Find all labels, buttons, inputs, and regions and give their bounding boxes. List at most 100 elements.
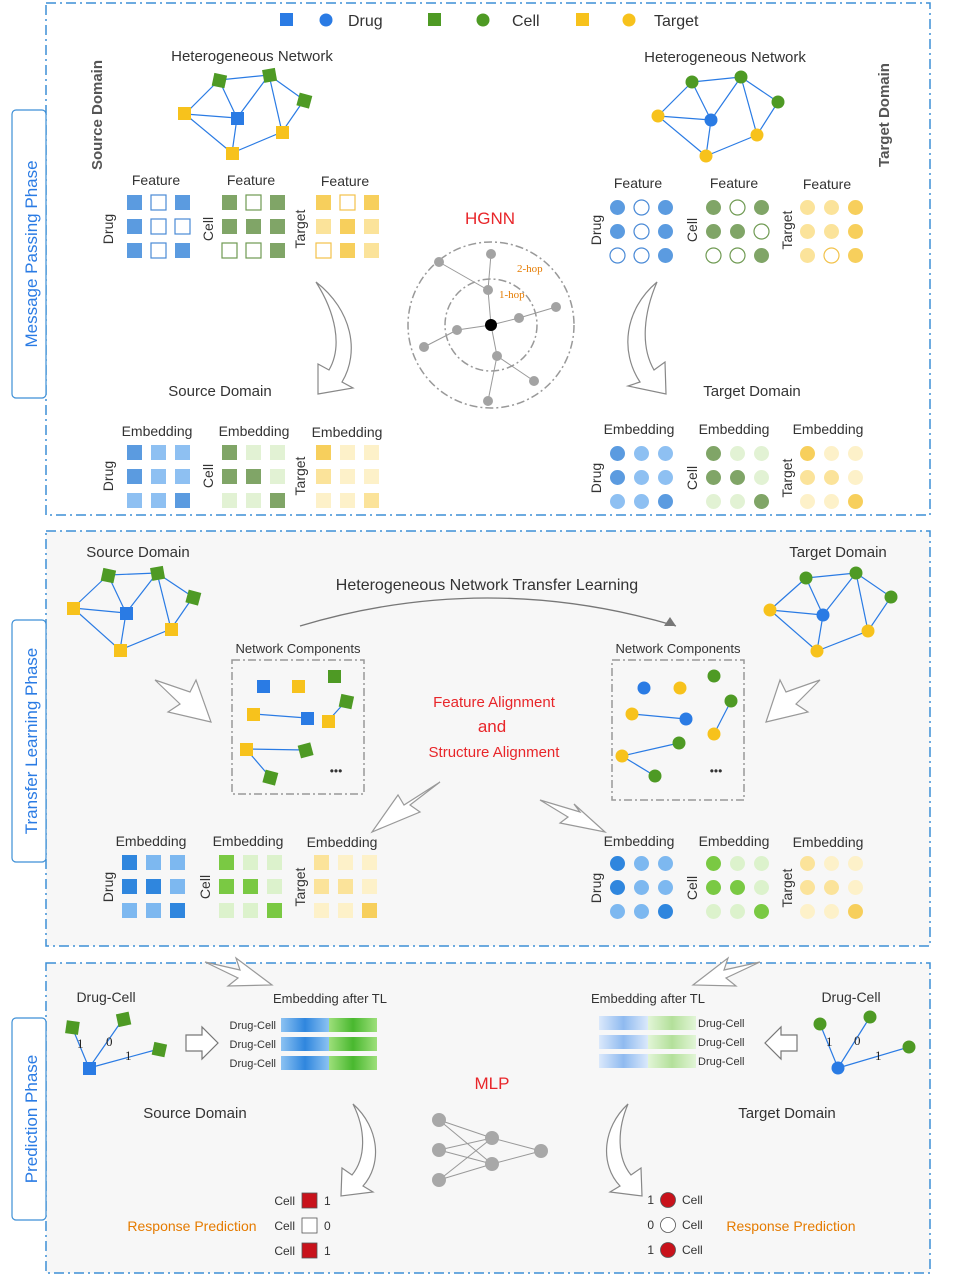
tl-tgt-emb-target-matrix-cell <box>824 856 839 871</box>
tl-network-components-left-box <box>231 659 365 795</box>
legend-drug-circle <box>319 13 333 27</box>
mp-src-feature-drug-matrix-cell <box>174 218 191 235</box>
mp-src-emb-target-matrix-cell <box>340 445 355 460</box>
pred-target-block-arrow <box>764 1025 798 1061</box>
mp-tgt-feature-drug-matrix-cell <box>658 200 673 215</box>
pred-curved-arrows <box>340 1103 643 1197</box>
mp-tgt-feature-drug-matrix-cell <box>633 247 650 264</box>
tl-src-emb-drug-matrix-cell <box>122 879 137 894</box>
mp-src-feature-drug-matrix-cell <box>150 242 167 259</box>
mp-src-feature-cell-matrix-cell <box>245 242 262 259</box>
tl-src-emb-target-matrix-cell <box>314 879 329 894</box>
tl-src-emb-drug-matrix-cell <box>122 903 137 918</box>
mp-src-feature-drug-label: Drug <box>100 214 116 244</box>
pred-tgt-outcome-dot-2 <box>660 1217 676 1233</box>
pred-tgt-outcome-dot-1 <box>660 1192 676 1208</box>
mp-tgt-feature-target-matrix-cell <box>848 248 863 263</box>
tl-tgt-emb-cell-matrix-cell <box>706 880 721 895</box>
tl-src-emb-target-matrix-cell <box>362 879 377 894</box>
mp-tgt-emb-cell-matrix-cell <box>754 470 769 485</box>
tl-src-emb-drug-matrix <box>122 855 185 918</box>
mp-tgt-feature-cell-title: Feature <box>710 175 758 191</box>
legend-cell-label: Cell <box>512 13 540 30</box>
mp-hetero-network-left-title: Heterogeneous Network <box>171 48 333 65</box>
mp-src-feature-target-matrix-cell <box>364 195 379 210</box>
mp-tgt-feature-target-matrix-cell <box>848 200 863 215</box>
mp-tgt-emb-drug-matrix-cell <box>610 470 625 485</box>
tl-src-emb-cell-matrix-cell <box>243 879 258 894</box>
tl-src-emb-target-matrix-cell <box>362 855 377 870</box>
pred-source-block-arrow <box>185 1025 219 1061</box>
tl-src-emb-cell-matrix-cell <box>267 855 282 870</box>
tl-src-emb-target-title: Embedding <box>307 834 378 850</box>
tl-tgt-emb-drug-title: Embedding <box>604 833 675 849</box>
tl-tgt-emb-cell-matrix-cell <box>754 880 769 895</box>
mp-src-feature-target-matrix-cell <box>315 242 332 259</box>
prediction-panel <box>45 962 931 1274</box>
hgnn-1hop-label: 1-hop <box>499 289 525 301</box>
legend-target-label: Target <box>654 13 699 30</box>
mp-src-emb-cell-title: Embedding <box>219 423 290 439</box>
tl-src-emb-cell-matrix-cell <box>219 855 234 870</box>
pred-tgt-cell-label-1: Cell <box>682 1193 703 1207</box>
mp-tgt-feature-target-matrix-cell <box>800 248 815 263</box>
mp-tgt-emb-target-matrix-cell <box>800 446 815 461</box>
tl-src-emb-drug-matrix-cell <box>146 855 161 870</box>
tl-network-components-right-title: Network Components <box>616 641 741 656</box>
mp-tgt-feature-target-label: Target <box>779 210 795 249</box>
mp-tgt-emb-drug-matrix-cell <box>634 470 649 485</box>
tl-tgt-emb-cell-matrix-cell <box>754 856 769 871</box>
pred-target-domain-caption: Target Domain <box>738 1105 836 1122</box>
tl-src-emb-cell-matrix-cell <box>219 903 234 918</box>
mp-tgt-emb-target-title: Embedding <box>793 421 864 437</box>
mp-tgt-emb-target-matrix-cell <box>800 470 815 485</box>
legend-cell-circle <box>476 13 490 27</box>
pred-tgt-cell-label-3: Cell <box>682 1243 703 1257</box>
mp-tgt-emb-cell-title: Embedding <box>699 421 770 437</box>
mp-tgt-feature-target-matrix-cell <box>824 224 839 239</box>
pred-src-outcome-3: 1 <box>324 1244 331 1258</box>
tl-src-emb-cell-label: Cell <box>197 875 213 899</box>
pred-source-row-label-1: Drug-Cell <box>230 1020 276 1032</box>
tl-components-left-ellipsis: ••• <box>330 764 343 778</box>
mp-tgt-emb-cell-label: Cell <box>684 466 700 490</box>
mp-src-emb-target-matrix-cell <box>316 469 331 484</box>
mp-tgt-emb-drug-matrix-cell <box>610 494 625 509</box>
mp-source-domain-caption: Source Domain <box>168 383 271 400</box>
mp-tgt-feature-target-matrix-cell <box>800 200 815 215</box>
tl-src-emb-target-matrix-cell <box>338 903 353 918</box>
mp-src-emb-drug-matrix-cell <box>175 469 190 484</box>
tl-tgt-emb-cell-matrix-cell <box>706 856 721 871</box>
tl-src-emb-drug-matrix-cell <box>122 855 137 870</box>
mp-tgt-feature-cell-matrix-cell <box>754 248 769 263</box>
tl-tgt-emb-target-label: Target <box>779 868 795 907</box>
mp-src-emb-cell-label: Cell <box>200 464 216 488</box>
mp-src-emb-cell-matrix-cell <box>222 493 237 508</box>
pred-src-outcome-box-2 <box>301 1217 318 1234</box>
pred-tgt-outcome-dot-3 <box>660 1242 676 1258</box>
pred-target-row-label-1: Drug-Cell <box>698 1018 744 1030</box>
mp-src-feature-drug-matrix-cell <box>175 243 190 258</box>
mp-tgt-emb-drug-matrix-cell <box>634 494 649 509</box>
mp-src-feature-cell-matrix-cell <box>270 243 285 258</box>
tl-src-emb-target-matrix-cell <box>314 855 329 870</box>
pred-source-embedding-title: Embedding after TL <box>273 991 387 1006</box>
mp-src-emb-target-matrix-cell <box>340 469 355 484</box>
mp-tgt-feature-drug-matrix-cell <box>609 247 626 264</box>
tl-src-emb-cell-matrix-cell <box>243 903 258 918</box>
tl-tgt-emb-drug-matrix-cell <box>634 880 649 895</box>
mp-src-emb-cell-matrix-cell <box>270 445 285 460</box>
mp-src-feature-target-matrix-cell <box>316 195 331 210</box>
mp-src-feature-drug-matrix-cell <box>127 195 142 210</box>
mp-src-feature-drug-matrix <box>127 194 191 259</box>
tl-tgt-emb-target-matrix-cell <box>824 904 839 919</box>
tl-and: and <box>478 717 506 736</box>
mp-src-emb-target-label: Target <box>292 456 308 495</box>
mp-tgt-feature-target-matrix-cell <box>824 200 839 215</box>
mp-src-emb-drug-matrix-cell <box>127 493 142 508</box>
mp-tgt-emb-cell-matrix-cell <box>754 446 769 461</box>
mp-src-emb-cell-matrix-cell <box>270 493 285 508</box>
mp-tgt-feature-cell-matrix-cell <box>754 200 769 215</box>
mp-src-emb-drug-label: Drug <box>100 461 116 491</box>
tl-src-emb-cell-matrix-cell <box>267 879 282 894</box>
